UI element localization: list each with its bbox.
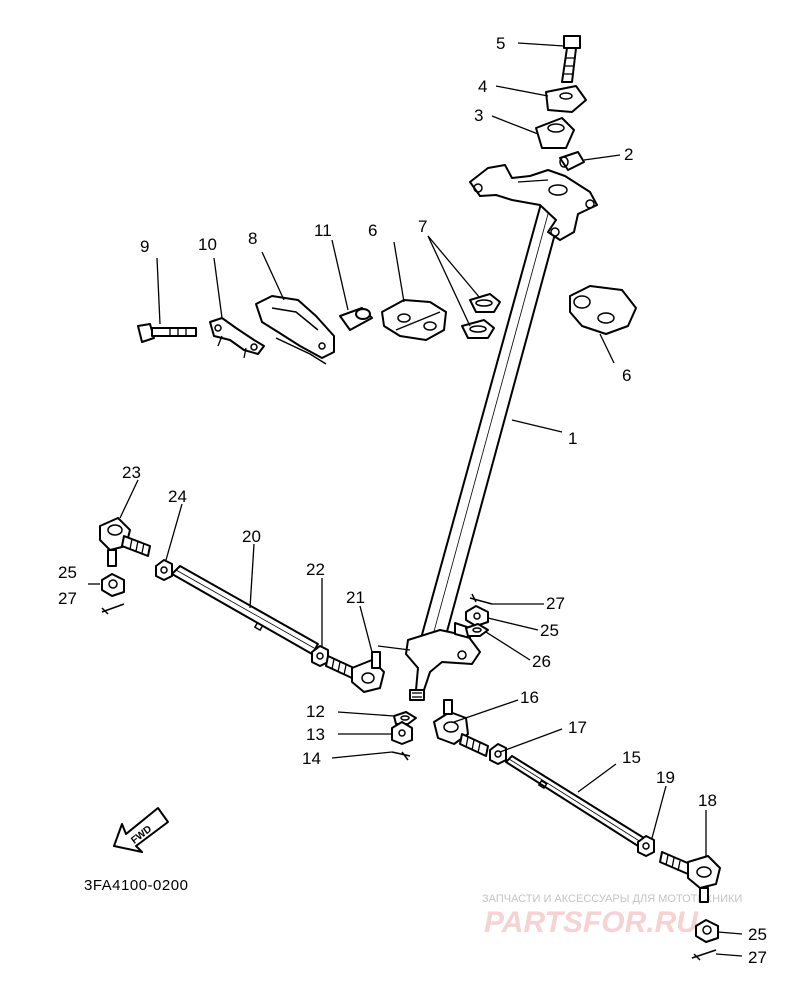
callout-24: 24: [168, 487, 187, 506]
callout-8: 8: [248, 229, 257, 248]
cotter-pin-right: [691, 949, 717, 961]
callout-6-left: 6: [368, 221, 377, 240]
callout-22: 22: [306, 560, 325, 579]
rod-end-right-inner: [433, 699, 489, 757]
watermark: ЗАПЧАСТИ И АКСЕССУАРЫ ДЛЯ МОТОТЕХНИКИ PA…: [482, 893, 742, 939]
nut-25-mid: [465, 605, 489, 627]
tie-rod-right: [505, 755, 645, 847]
watermark-caption: ЗАПЧАСТИ И АКСЕССУАРЫ ДЛЯ МОТОТЕХНИКИ: [482, 893, 742, 905]
callout-7: 7: [418, 217, 427, 236]
callout-9: 9: [140, 237, 149, 256]
callout-21: 21: [346, 588, 365, 607]
callout-23: 23: [122, 463, 141, 482]
watermark-brand: PARTSFOR.RU: [484, 906, 699, 939]
callout-25-mid: 25: [540, 621, 559, 640]
locknut-right-outer: [637, 835, 655, 857]
callout-20: 20: [242, 527, 261, 546]
washer-26: [465, 623, 489, 637]
callout-25-right: 25: [748, 925, 767, 944]
callout-17: 17: [568, 718, 587, 737]
callout-1: 1: [568, 429, 577, 448]
callout-19: 19: [656, 768, 675, 787]
callout-26: 26: [532, 652, 551, 671]
callout-18: 18: [698, 791, 717, 810]
cotter-pin-14: [391, 751, 411, 761]
callout-2: 2: [624, 145, 633, 164]
callout-5: 5: [496, 34, 505, 53]
callout-15: 15: [622, 748, 641, 767]
lock-washers: [461, 293, 501, 339]
bolt-top: [561, 35, 581, 83]
washer-12: [393, 711, 417, 725]
callout-3: 3: [474, 106, 483, 125]
callout-10: 10: [198, 235, 217, 254]
leader-lines: [88, 42, 743, 957]
rod-end-left-outer: [99, 517, 151, 567]
callout-4: 4: [478, 77, 487, 96]
steering-shaft: [405, 164, 598, 701]
collar: [339, 307, 373, 331]
callout-27-left: 27: [58, 589, 77, 608]
callout-12: 12: [306, 702, 325, 721]
callout-27-right: 27: [748, 948, 767, 967]
callout-13: 13: [306, 725, 325, 744]
callout-6-right: 6: [622, 366, 631, 385]
locknut-right-inner: [489, 743, 507, 765]
castle-nut-right: [695, 919, 719, 943]
nut-13: [391, 721, 413, 745]
callout-14: 14: [302, 749, 321, 768]
link-bracket: [209, 317, 265, 359]
rod-end-left-inner: [325, 651, 385, 693]
locknut-left-outer: [155, 559, 173, 581]
rod-end-right-outer: [659, 851, 721, 903]
castle-nut-left: [101, 573, 125, 597]
drawing-code: 3FA4100-0200: [84, 877, 188, 894]
fwd-arrow-icon: FWD: [113, 807, 169, 853]
callout-11: 11: [314, 221, 332, 240]
tie-rod-left: [171, 565, 319, 655]
callout-25-left: 25: [58, 563, 77, 582]
bushing: [559, 151, 585, 171]
cotter-pin-left: [101, 603, 125, 615]
collar-upper: [535, 117, 575, 149]
callouts: 5 4 3 2 9 10 8 11 6 7 6 1 23 24 20 25 27…: [58, 34, 767, 967]
cotter-pin-27-mid: [469, 593, 493, 605]
steering-clamp-right: [569, 285, 637, 335]
callout-27-mid: 27: [546, 594, 565, 613]
steering-clamp-left: [381, 299, 447, 341]
holder: [545, 85, 587, 113]
locking-plate: [255, 295, 335, 365]
bolt-long: [137, 323, 197, 343]
callout-16: 16: [520, 688, 539, 707]
